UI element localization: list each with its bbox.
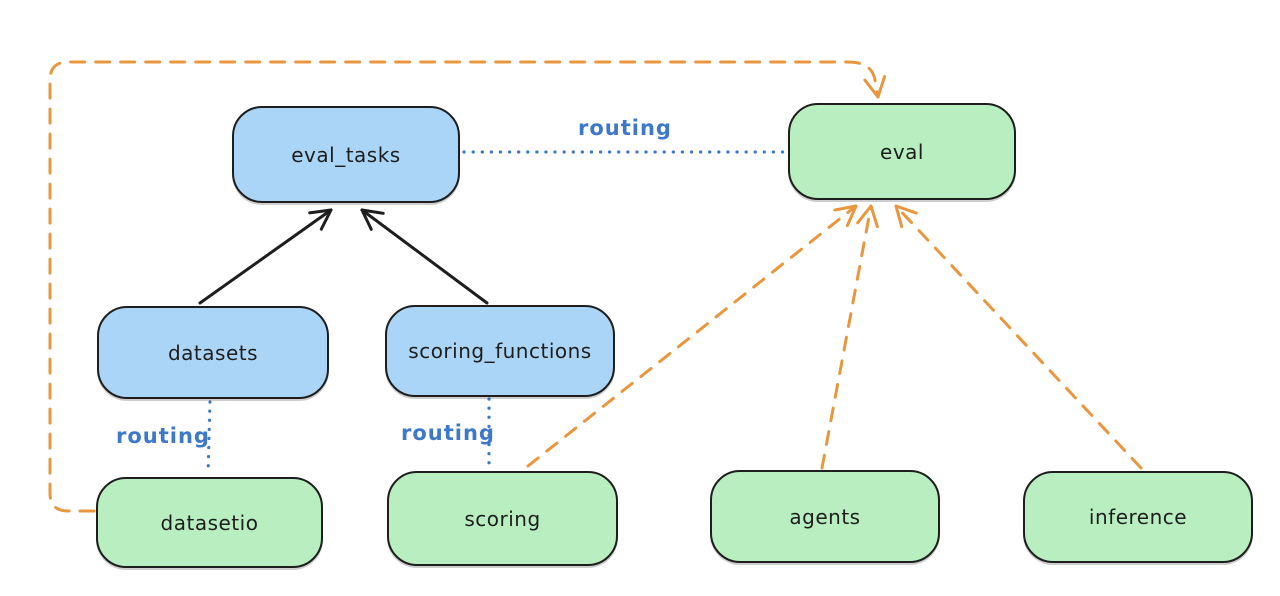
- node-datasetio-label: datasetio: [160, 510, 259, 535]
- edge-agents-to-eval: [820, 204, 879, 470]
- node-agents: agents: [710, 470, 940, 563]
- edge-scoring-functions-to-eval-tasks: [360, 208, 489, 305]
- node-scoring-label: scoring: [464, 506, 541, 531]
- node-datasets-label: datasets: [167, 340, 259, 365]
- node-eval-tasks: eval_tasks: [232, 106, 460, 203]
- node-eval-tasks-label: eval_tasks: [291, 142, 401, 167]
- node-inference-label: inference: [1088, 505, 1188, 529]
- edge-label-routing-scoring: routing: [401, 421, 495, 445]
- node-datasets: datasets: [97, 306, 329, 399]
- edge-label-routing-datasets: routing: [116, 424, 210, 448]
- edge-inference-to-eval: [894, 204, 1143, 470]
- node-agents-label: agents: [789, 504, 861, 529]
- node-scoring-functions-label: scoring_functions: [408, 339, 592, 363]
- node-eval-label: eval: [880, 139, 924, 164]
- node-scoring: scoring: [387, 471, 618, 566]
- edge-datasets-to-eval-tasks: [198, 208, 333, 305]
- node-inference: inference: [1023, 471, 1253, 563]
- edge-label-routing-top: routing: [578, 116, 672, 140]
- node-eval: eval: [788, 103, 1016, 200]
- node-datasetio: datasetio: [96, 477, 323, 568]
- node-scoring-functions: scoring_functions: [385, 305, 615, 397]
